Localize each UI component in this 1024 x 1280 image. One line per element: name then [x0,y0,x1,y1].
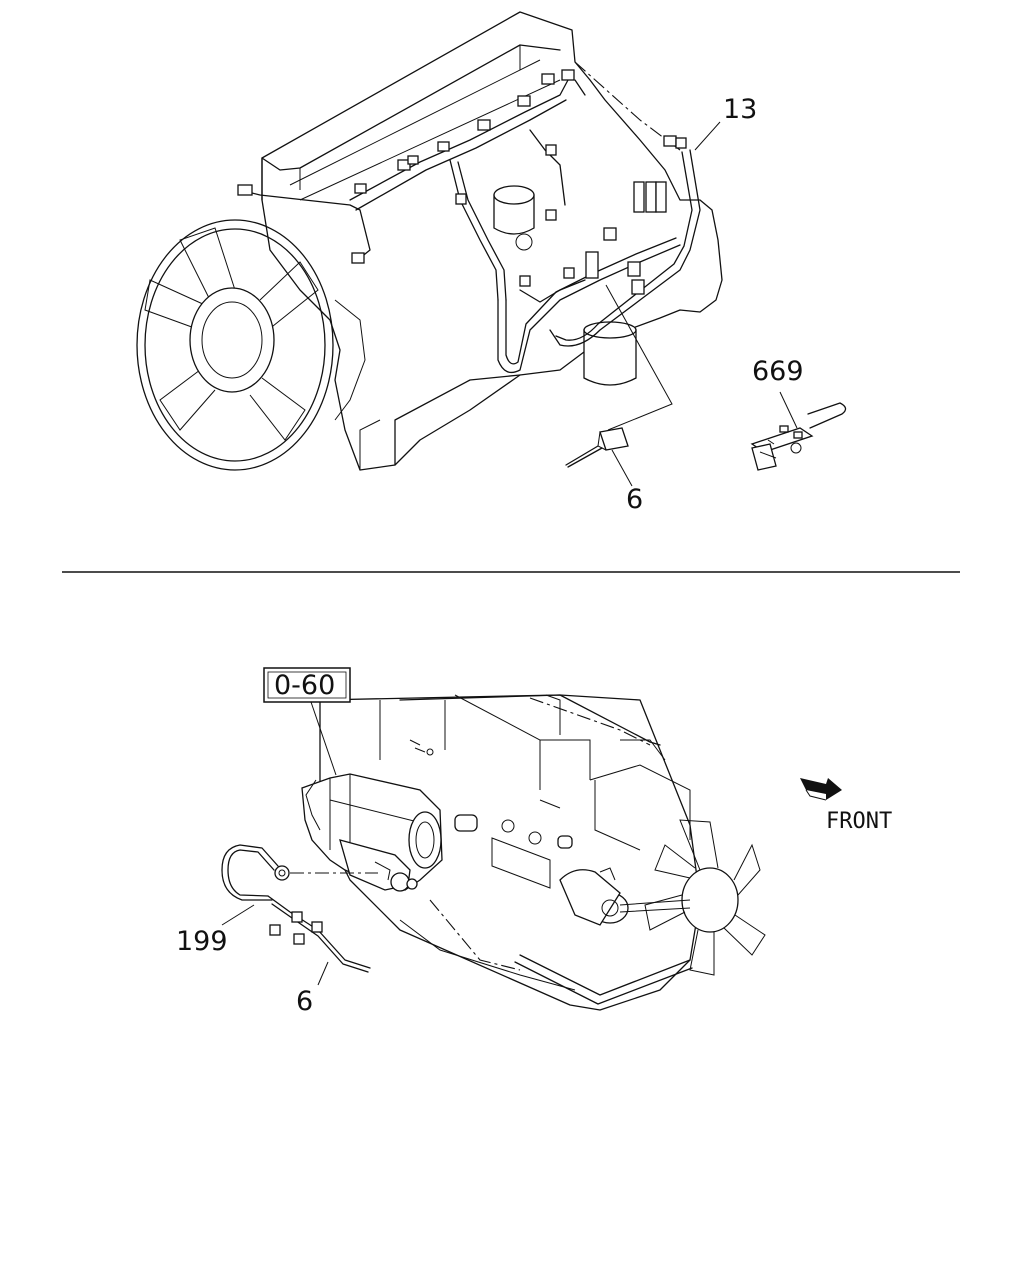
part-669-illustration [750,391,847,471]
cooling-fan-illustration [136,219,366,471]
harness-199-illustration [221,844,378,986]
front-arrow-icon [800,778,842,800]
top-engine-illustration [261,11,723,471]
front-indicator: FRONT [800,778,892,834]
bottom-fan-illustration [619,819,766,976]
front-label: FRONT [826,809,892,834]
callout-6-top: 6 [626,484,643,515]
callout-199: 199 [176,926,228,957]
callout-13: 13 [723,94,757,125]
callout-6-bottom: 6 [296,986,313,1017]
reference-label: 0-60 [274,670,335,701]
part-6-top-illustration [565,284,673,487]
callout-669: 669 [752,356,804,387]
harness-13-illustration [237,69,721,374]
starter-motor-illustration [301,701,443,892]
reference-0-60[interactable]: 0-60 [263,667,351,703]
bottom-engine-illustration [319,694,701,1011]
